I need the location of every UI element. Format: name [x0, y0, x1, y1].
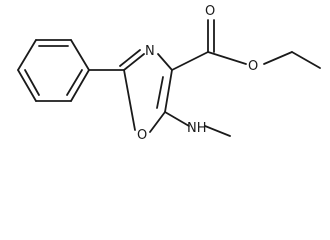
phenyl-inner-double-bond — [66, 69, 83, 96]
phenyl-bond — [17, 69, 37, 102]
phenyl-bond — [70, 69, 90, 102]
ester-bond — [207, 51, 247, 65]
ester-oxygen-label: O — [248, 59, 258, 74]
phenyl-bond — [70, 39, 90, 71]
oxazole-bond — [157, 53, 173, 71]
carbonyl-oxygen-label: O — [205, 4, 215, 19]
amine-label: NH — [187, 121, 207, 136]
oxazole-double-bond — [156, 76, 164, 109]
amine-bond — [164, 111, 190, 127]
nitrogen-label: N — [145, 44, 155, 59]
molecule-structure-svg: N O O O NH — [17, 4, 321, 143]
methylamino-group — [164, 111, 231, 137]
phenyl-inner-double-bond — [24, 69, 40, 96]
ethyl-bond — [291, 51, 321, 69]
structure-canvas: N O O O NH — [17, 4, 321, 143]
oxazole-bond — [123, 69, 136, 131]
methyl-bond — [204, 125, 231, 137]
oxazole-bond — [123, 53, 145, 71]
oxazole-bond — [164, 69, 173, 113]
phenyl-bond — [17, 39, 37, 71]
phenyl-ring — [17, 39, 90, 102]
ester-group — [171, 19, 321, 71]
oxazole-ring — [119, 49, 173, 133]
oxazole-oxygen-label: O — [137, 128, 147, 143]
oxazole-double-bond — [119, 49, 141, 67]
ester-bond — [171, 51, 209, 71]
oxazole-bond — [149, 111, 166, 133]
ester-bond — [263, 51, 293, 65]
